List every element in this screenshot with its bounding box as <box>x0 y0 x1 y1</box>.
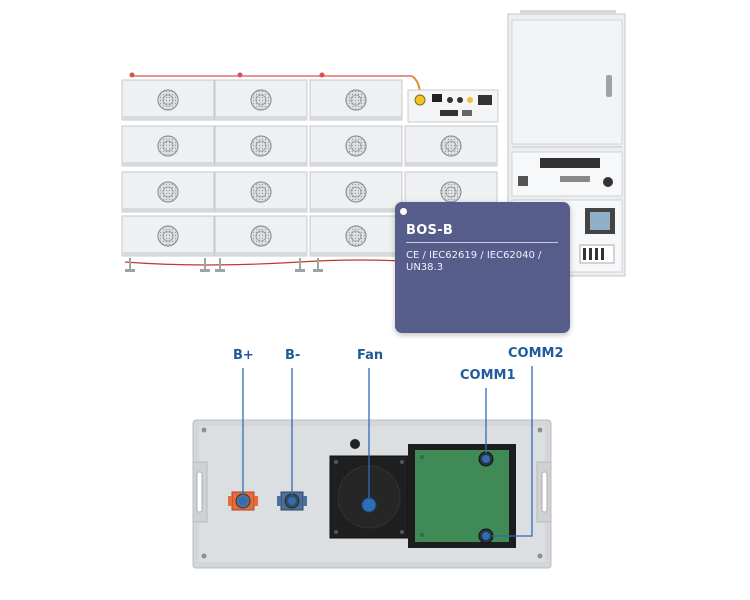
fan-grill-icon <box>440 181 462 203</box>
comm-board <box>408 444 516 548</box>
battery-module <box>404 125 498 167</box>
fan-grill-icon <box>250 181 272 203</box>
battery-module <box>309 125 403 167</box>
card-title: BOS-B <box>406 223 454 238</box>
fan-grill-icon <box>157 181 179 203</box>
comm2-leader <box>492 366 533 537</box>
battery-module <box>214 215 308 257</box>
battery-module <box>309 215 403 257</box>
fan-grill-icon <box>250 225 272 247</box>
fan-grill-icon <box>250 135 272 157</box>
battery-module <box>121 79 215 121</box>
card-divider <box>406 242 558 243</box>
fan-grill-icon <box>157 135 179 157</box>
battery-module <box>121 171 215 213</box>
battery-module <box>214 125 308 167</box>
card-certifications: CE / IEC62619 / IEC62040 / UN38.3 <box>406 250 542 273</box>
b-minus-terminal <box>277 491 307 511</box>
battery-module <box>214 79 308 121</box>
fan-grill-icon <box>345 181 367 203</box>
battery-module <box>121 125 215 167</box>
fan-grill-icon <box>345 225 367 247</box>
label-b-plus: B+ <box>233 348 254 363</box>
fan-grill-icon <box>157 225 179 247</box>
label-fan: Fan <box>357 348 384 363</box>
fan-grill-icon <box>250 89 272 111</box>
bos-b-info-card: BOS-B CE / IEC62619 / IEC62040 / UN38.3 <box>395 202 570 333</box>
fan-grill-icon <box>345 135 367 157</box>
fan-grill-icon <box>157 89 179 111</box>
battery-module <box>121 215 215 257</box>
fan-grill-icon <box>345 89 367 111</box>
label-comm1: COMM1 <box>460 368 516 383</box>
battery-module <box>214 171 308 213</box>
label-b-minus: B- <box>285 348 301 363</box>
card-bullet <box>400 208 407 215</box>
callout-lines <box>242 366 533 537</box>
control-module <box>407 89 499 123</box>
battery-module <box>309 171 403 213</box>
battery-module <box>309 79 403 121</box>
fan-grill-icon <box>440 135 462 157</box>
label-comm2: COMM2 <box>508 346 564 361</box>
